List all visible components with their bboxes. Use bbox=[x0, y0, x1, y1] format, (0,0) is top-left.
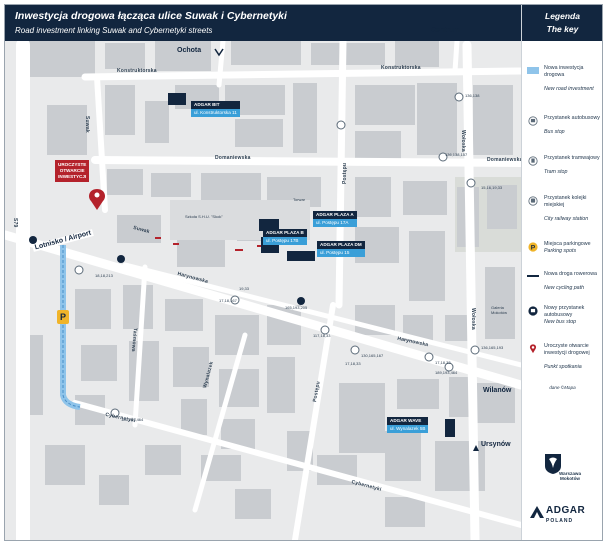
stop-label: 18,18,213 bbox=[95, 273, 113, 278]
direction-ursynow: Ursynów bbox=[481, 441, 511, 448]
brand-name: ADGAR bbox=[546, 505, 586, 516]
street-domaniewska: Domaniewska bbox=[215, 155, 251, 161]
stop-markers bbox=[29, 92, 480, 418]
legend-header: Legenda The key bbox=[522, 5, 602, 41]
district-crest-icon bbox=[545, 454, 561, 474]
tram-stop-icon bbox=[528, 156, 538, 166]
street-postepu: Postępu bbox=[342, 162, 348, 184]
page-title: Inwestycja drogowa łącząca ulice Suwak i… bbox=[15, 10, 287, 22]
street-konstruktorska: Konstruktorska bbox=[117, 68, 157, 74]
building-adgar-plaza-dm: ADGAR PLAZA DM ul. Postępu 15 bbox=[317, 241, 365, 257]
stop-label: 130,165,167 bbox=[361, 353, 384, 358]
building-adgar-bit: ADGAR BIT ul. Konstruktorska 11 bbox=[191, 101, 240, 117]
adgar-logo-icon bbox=[530, 506, 544, 518]
parking-icon: P bbox=[528, 242, 538, 252]
arrow-up-icon-ochota bbox=[214, 48, 224, 57]
legend-subtitle: The key bbox=[546, 24, 579, 34]
meeting-point-icon bbox=[529, 344, 537, 354]
stop-label: 19,33 bbox=[239, 286, 250, 291]
stop-label: 17,18,167 bbox=[219, 298, 237, 303]
street-woloska-2: Wołoska bbox=[470, 308, 476, 330]
map-poster: P bbox=[4, 4, 603, 541]
bus-stop-icon bbox=[528, 116, 538, 126]
adgar-buildings bbox=[168, 93, 455, 437]
stop-label: 117,18,33 bbox=[313, 333, 331, 338]
stop-label: 180,193,464 bbox=[121, 417, 144, 422]
new-road-swatch bbox=[527, 67, 539, 74]
map-canvas: P bbox=[5, 5, 521, 540]
stop-label: 136,165,193 bbox=[481, 345, 504, 350]
street-domaniewska-2: Domaniewska bbox=[487, 157, 523, 163]
mokotow-emblem bbox=[544, 453, 584, 479]
new-cycling-path-line bbox=[62, 245, 81, 408]
street-suwak: Suwak bbox=[84, 116, 90, 133]
label-torwar: Torwar bbox=[293, 197, 306, 202]
north-arrow-icon bbox=[473, 445, 479, 451]
building-adgar-wave: ADGAR WAVE ul. Wynalazek 5B bbox=[387, 417, 429, 433]
meeting-point-pin-icon bbox=[89, 189, 105, 210]
cycling-path-icon bbox=[527, 275, 539, 277]
stop-label: 136,138,157 bbox=[445, 152, 468, 157]
label-galeria: Galeria Mokotów bbox=[491, 305, 508, 315]
street-konstruktorska-2: Konstruktorska bbox=[381, 65, 421, 71]
railway-station-icon bbox=[528, 196, 538, 206]
street-woloska: Wołoska bbox=[460, 130, 466, 152]
svg-text:P: P bbox=[531, 245, 536, 252]
stop-label: 17,18,33 bbox=[345, 361, 361, 366]
legend-title: Legenda bbox=[545, 11, 580, 21]
svg-text:P: P bbox=[60, 312, 66, 322]
street-s79: S79 bbox=[12, 218, 18, 228]
stop-label: 165,193,205 bbox=[285, 305, 308, 310]
new-bus-stop-icon bbox=[528, 306, 538, 316]
header-banner: Inwestycja drogowa łącząca ulice Suwak i… bbox=[5, 5, 521, 41]
osm-credit: dane ©Mapa bbox=[549, 385, 576, 390]
building-adgar-plaza-a: ADGAR PLAZA A ul. Postępu 17A bbox=[313, 211, 357, 227]
roads-layer bbox=[5, 37, 521, 540]
stop-label: 136,138 bbox=[465, 93, 480, 98]
opening-ceremony-tag: UROCZYSTE OTWARCIE INWESTYCJI bbox=[55, 160, 90, 182]
district-name: Warszawa Mokotów bbox=[558, 471, 582, 481]
stop-label: 15,16,19,33 bbox=[481, 185, 503, 190]
parking-spot-marker bbox=[57, 310, 69, 324]
legend-panel: Legenda The key Nowa inwestycja drogowa … bbox=[521, 5, 602, 540]
stop-label: 189,193,464 bbox=[435, 370, 458, 375]
adgar-logo bbox=[530, 505, 544, 523]
direction-centrum: Centrum bbox=[431, 27, 460, 34]
direction-wilanow: Wilanów bbox=[483, 387, 512, 394]
label-school: Szkoła S.H.U. "Skok" bbox=[185, 214, 223, 219]
brand-country: POLAND bbox=[546, 518, 574, 524]
page-subtitle: Road investment linking Suwak and Cybern… bbox=[15, 26, 213, 35]
stop-label: 17,18,33 bbox=[435, 360, 451, 365]
direction-ochota: Ochota bbox=[177, 47, 202, 54]
building-adgar-plaza-b: ADGAR PLAZA B ul. Postępu 17B bbox=[263, 229, 307, 245]
crossing-markers bbox=[155, 237, 263, 251]
